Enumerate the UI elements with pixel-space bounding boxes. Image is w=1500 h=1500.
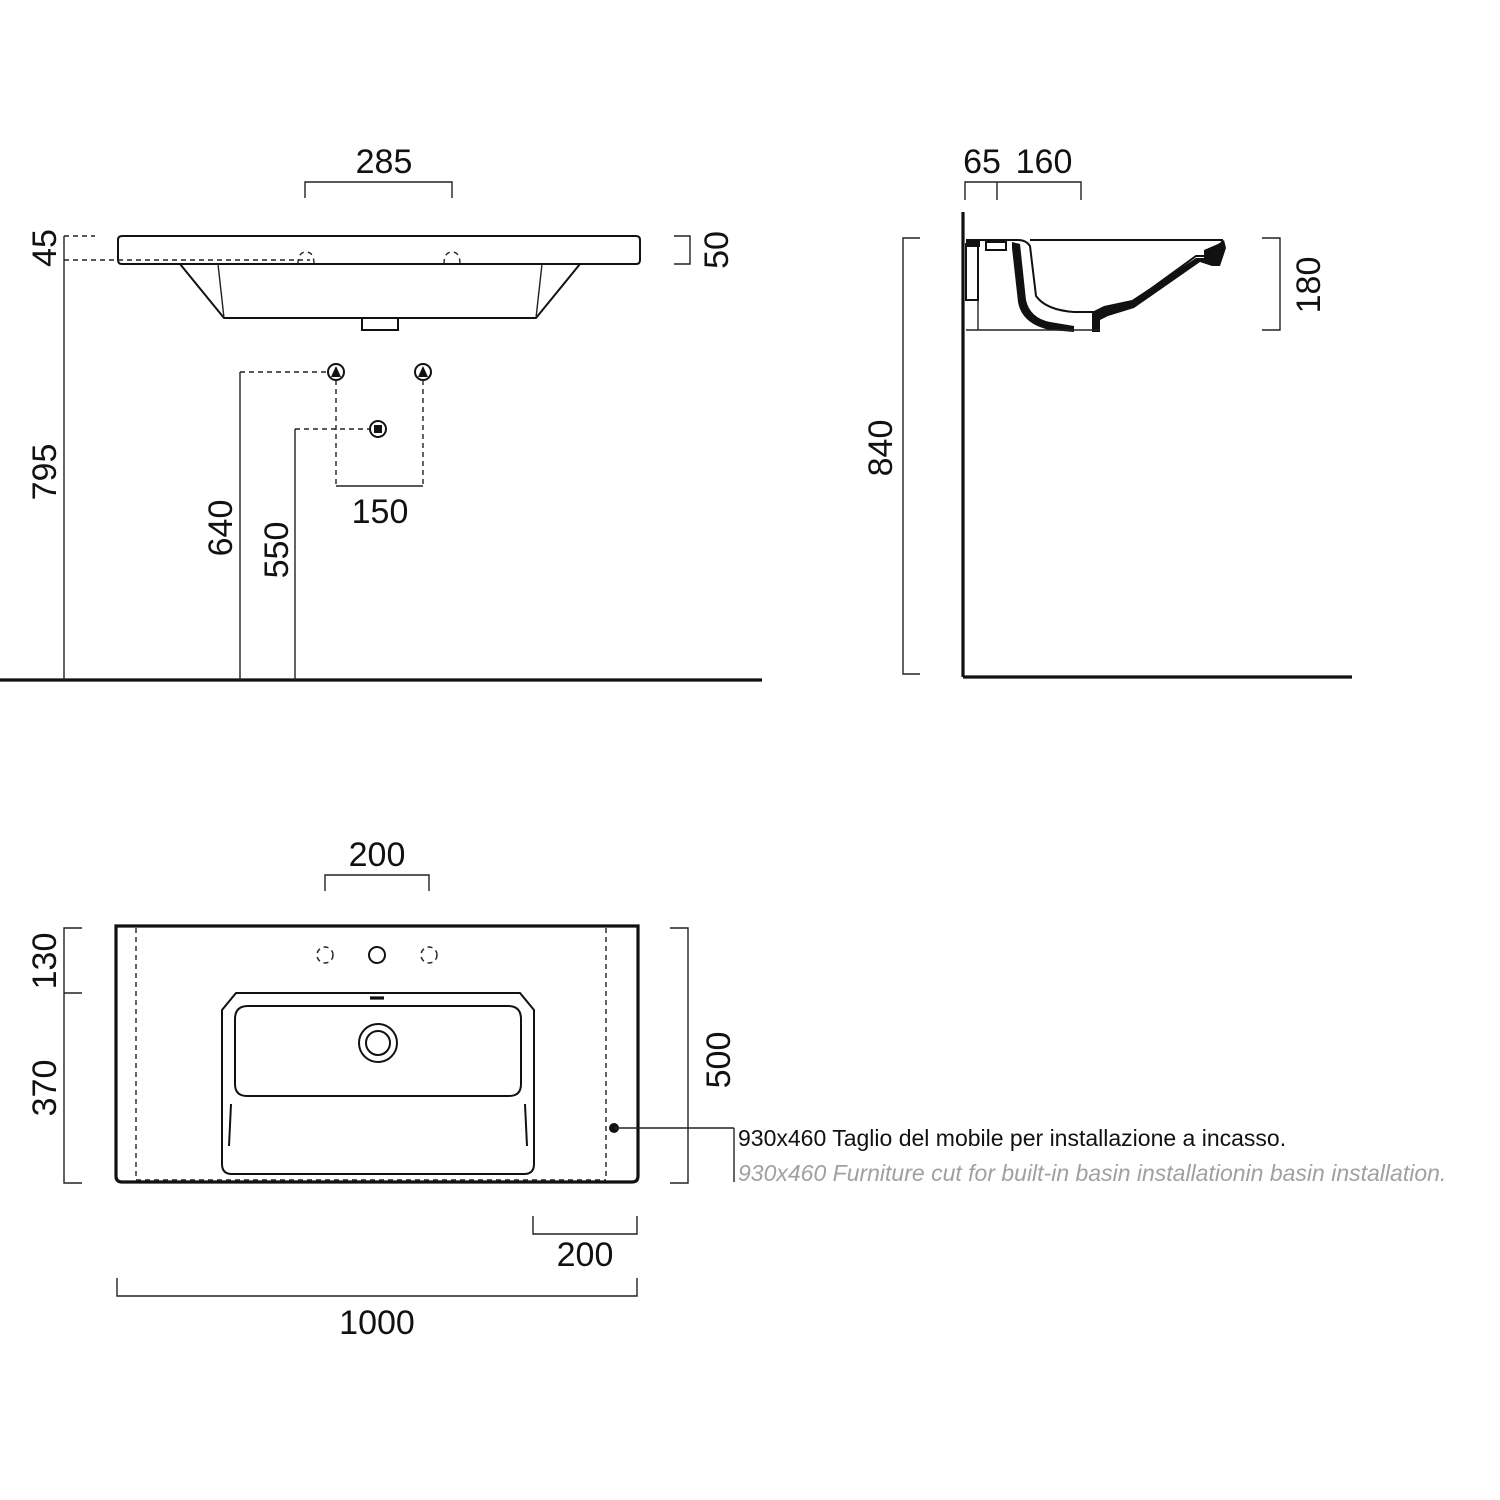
dim-200-bottom-line: [532, 1216, 638, 1235]
side-basin-wall-section: [1012, 242, 1074, 332]
dim-200-bottom-label: 200: [557, 1236, 614, 1274]
side-basin-top-lip: [966, 240, 980, 247]
plan-tap-hole-center-icon: [368, 946, 386, 964]
dim-550-label: 550: [258, 522, 296, 579]
plan-tap-hole-left-icon: [316, 946, 334, 964]
waste-outlet-icon: [369, 420, 387, 438]
front-tap-hole-right: [443, 251, 461, 265]
plan-bowl-slope-right: [524, 1103, 528, 1147]
plan-drain-inner-icon: [365, 1030, 391, 1056]
dim-65-label: 65: [963, 143, 1001, 181]
dim-1000-label: 1000: [339, 1304, 415, 1342]
front-drain: [361, 318, 399, 331]
dim-200-top-line: [324, 874, 430, 891]
dim-160-label: 160: [1016, 143, 1073, 181]
plan-tap-hole-right-icon: [420, 946, 438, 964]
supply-valve-right-icon: [414, 363, 432, 381]
dim-200-top-label: 200: [349, 836, 406, 874]
side-tap-deck: [985, 241, 1007, 251]
front-basin-body: [179, 263, 581, 319]
dim-500-label: 500: [700, 1032, 738, 1089]
front-basin-edge-right: [535, 263, 543, 319]
dim-1000-line: [116, 1278, 638, 1297]
plan-bowl-outer: [221, 992, 535, 1175]
plan-view: 200 130 370 500 200 1000 930x460 Taglio …: [26, 836, 1446, 1342]
dim-500-line: [670, 927, 689, 1184]
dim-840-line: [902, 237, 920, 675]
front-basin-rim: [117, 235, 641, 265]
dim-65-160-line: [964, 181, 1082, 200]
dim-150-label: 150: [352, 493, 409, 531]
dim-180-line: [1262, 237, 1281, 331]
plan-basin-outline: [114, 924, 640, 1184]
dim-50-label: 50: [698, 231, 736, 269]
front-basin-edge-left: [217, 263, 225, 319]
dim-370-label: 370: [26, 1060, 64, 1117]
plan-cutout-dashed: [135, 928, 607, 1181]
plan-drain-outer-icon: [358, 1023, 398, 1063]
side-view: 65 160 180 840: [862, 143, 1352, 679]
dim-795-label: 795: [26, 444, 64, 501]
dim-130-label: 130: [26, 933, 64, 990]
dim-640-label: 640: [202, 500, 240, 557]
side-basin-back-section: [965, 243, 979, 301]
dim-50-line: [674, 235, 691, 265]
plan-bowl-slope-left: [228, 1103, 232, 1147]
plan-bowl-inner: [234, 1005, 522, 1097]
cutout-note-italian: 930x460 Taglio del mobile per installazi…: [738, 1125, 1286, 1151]
front-view: 285 45 50 795 640 550: [0, 143, 762, 682]
side-basin-front-section: [1092, 240, 1226, 332]
dim-840-label: 840: [862, 420, 900, 477]
cutout-note-english: 930x460 Furniture cut for built-in basin…: [738, 1160, 1446, 1186]
dim-180-label: 180: [1290, 257, 1328, 314]
supply-valve-left-icon: [327, 363, 345, 381]
front-tap-hole-left: [297, 251, 315, 265]
dim-285-line: [304, 181, 453, 198]
dim-285-label: 285: [356, 143, 413, 181]
dim-45-label: 45: [26, 229, 64, 267]
dim-130-370-line: [63, 927, 82, 1184]
